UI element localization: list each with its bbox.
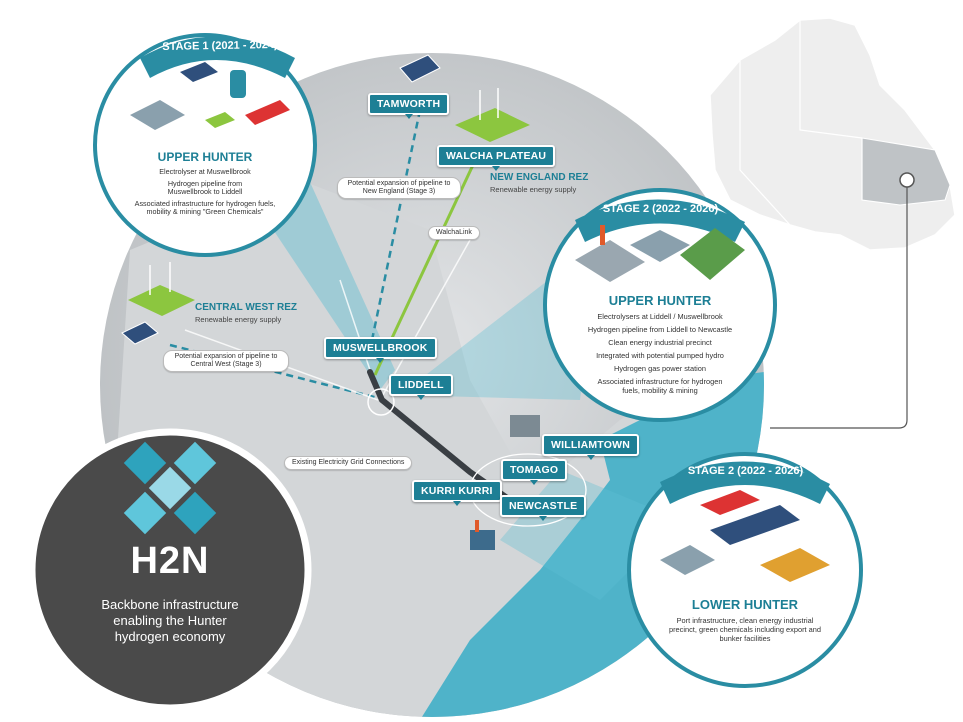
stage1-line: Associated infrastructure for hydrogen f… [134, 198, 276, 217]
wind-farm-icon-west [128, 262, 195, 316]
stage2-lower-ribbon-label: STAGE 2 (2022 - 2026) [687, 465, 804, 477]
stage2-upper-lines: Electrolysers at Liddell / Muswellbrook … [575, 312, 745, 395]
stage2-lower-illustration [660, 490, 830, 582]
factory-icon [470, 415, 540, 550]
note-grid: Existing Electricity Grid Connections [284, 456, 413, 470]
place-tamworth: TAMWORTH [368, 93, 450, 119]
solar-panel-icon-west [121, 321, 159, 345]
stage2-upper-line: Integrated with potential pumped hydro [596, 351, 724, 360]
note-ne-pipeline: Potential expansion of pipeline to New E… [337, 177, 461, 199]
stage2-upper-title: UPPER HUNTER [608, 293, 712, 308]
h2n-logo-icon [123, 441, 217, 535]
place-liddell: LIDDELL [389, 374, 453, 400]
stage1-line: Electrolyser at Muswellbrook [159, 167, 251, 176]
stage2-upper-illustration [575, 225, 745, 282]
stage1-title: UPPER HUNTER [157, 150, 253, 164]
stage1-lines: Electrolyser at Muswellbrook Hydrogen pi… [130, 167, 280, 217]
stage1-illustration [130, 62, 290, 130]
stage2-lower-title: LOWER HUNTER [691, 597, 799, 612]
nsw-highlight [861, 137, 951, 206]
wind-farm-icon [455, 88, 530, 142]
h2n-circle [28, 428, 312, 712]
location-marker-icon [899, 172, 915, 188]
stage2-upper-line: Associated infrastructure for hydrogen f… [597, 377, 723, 395]
place-williamtown: WILLIAMTOWN [542, 434, 639, 460]
h2n-tagline: Backbone infrastructure enabling the Hun… [101, 597, 239, 644]
place-walcha-plateau: WALCHA PLATEAU [437, 145, 556, 171]
stage1-ribbon-label: STAGE 1 (2021 - 2024) [162, 38, 278, 54]
stage2-upper-line: Hydrogen pipeline from Liddell to Newcas… [587, 325, 733, 334]
stage2-upper-line: Electrolysers at Liddell / Muswellbrook [597, 312, 723, 321]
place-muswellbrook: MUSWELLBROOK [324, 337, 437, 363]
walchalink-line [390, 149, 482, 339]
stage2-upper-ribbon-label: STAGE 2 (2022 - 2026) [602, 203, 719, 215]
stage2-upper-line: Clean energy industrial precinct [608, 338, 712, 347]
place-tomago: TOMAGO [501, 459, 568, 485]
note-walchalink: WalchaLink [428, 226, 480, 240]
central-west-rez-title: CENTRAL WEST REZ [195, 302, 298, 313]
stage2-lower-ribbon [660, 461, 830, 504]
place-newcastle: NEWCASTLE [500, 495, 587, 521]
solar-panel-icon [399, 54, 441, 83]
stage1-line: Hydrogen pipeline from Muswellbrook to L… [167, 178, 243, 197]
new-england-rez-title: NEW ENGLAND REZ [490, 172, 589, 183]
connector-line [770, 187, 908, 429]
new-england-rez-sub: Renewable energy supply [490, 185, 577, 194]
h2n-name: H2N [130, 540, 210, 582]
stage1-ribbon [140, 36, 295, 78]
note-cw-pipeline: Potential expansion of pipeline to Centr… [163, 350, 289, 372]
stage2-lower-line: Port infrastructure, clean energy indust… [668, 616, 821, 643]
pipeline-new-england [370, 109, 422, 341]
central-west-rez-sub: Renewable energy supply [195, 315, 282, 324]
place-kurri-kurri: KURRI KURRI [412, 480, 502, 506]
stage2-upper-ribbon [575, 199, 745, 242]
stage2-upper-line: Hydrogen gas power station [613, 364, 707, 373]
